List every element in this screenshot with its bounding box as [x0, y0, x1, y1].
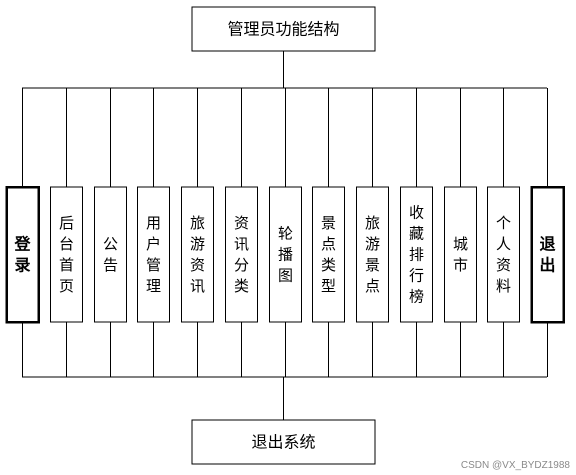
root-node-label: 管理员功能结构	[227, 20, 339, 39]
module-node-box	[356, 186, 389, 323]
root-node: 管理员功能结构	[191, 6, 376, 52]
module-node-box	[225, 186, 258, 323]
module-node-box	[94, 186, 127, 323]
module-node: 旅游资讯	[181, 186, 214, 323]
module-node: 个人资料	[487, 186, 520, 323]
root-node-box	[191, 6, 376, 52]
module-node-box	[400, 186, 433, 323]
connector-lines	[22, 51, 548, 420]
module-node-box	[444, 186, 477, 323]
module-node-box	[5, 185, 40, 324]
module-node: 资讯分类	[225, 186, 258, 323]
module-node-box	[181, 186, 214, 323]
module-node-label: 旅游资讯	[190, 214, 205, 295]
module-node: 公告	[94, 186, 127, 323]
module-node-box	[137, 186, 170, 323]
module-node-label: 旅游景点	[365, 214, 380, 295]
module-node-label: 轮播图	[278, 225, 293, 285]
module-node: 收藏排行榜	[400, 186, 433, 323]
module-node-label: 退出	[539, 235, 555, 275]
module-node-label: 景点类型	[321, 214, 336, 295]
module-node: 城市	[444, 186, 477, 323]
module-node: 后台首页	[50, 186, 83, 323]
module-node: 旅游景点	[356, 186, 389, 323]
module-node-box	[530, 185, 565, 324]
module-node-label: 城市	[453, 235, 468, 274]
module-node: 景点类型	[312, 186, 345, 323]
exit-node: 退出系统	[191, 419, 376, 465]
module-node: 轮播图	[269, 186, 302, 323]
module-node-label: 登录	[13, 235, 31, 275]
module-node-label: 后台首页	[59, 214, 74, 295]
module-node-box	[487, 186, 520, 323]
module-node-box	[269, 186, 302, 323]
module-node: 用户管理	[137, 186, 170, 323]
watermark: CSDN @VX_BYDZ1988	[460, 460, 570, 471]
module-nodes: 登录 后台首页 公告 用户管理 旅游资讯 资讯分类 轮播图 景点类型 旅游景点 收藏排行榜 城市个人…	[5, 185, 565, 324]
module-node: 退出	[530, 185, 565, 324]
module-node-label: 用户管理	[146, 214, 161, 295]
module-node: 登录	[5, 185, 40, 324]
module-node-box	[50, 186, 83, 323]
module-node-box	[312, 186, 345, 323]
module-node-label: 资讯分类	[234, 214, 249, 295]
module-node-label: 收藏排行榜	[409, 204, 424, 306]
exit-node-label: 退出系统	[251, 433, 315, 452]
exit-node-box	[191, 419, 376, 465]
module-node-label: 公告	[103, 235, 118, 274]
module-node-label: 个人资料	[496, 214, 511, 295]
